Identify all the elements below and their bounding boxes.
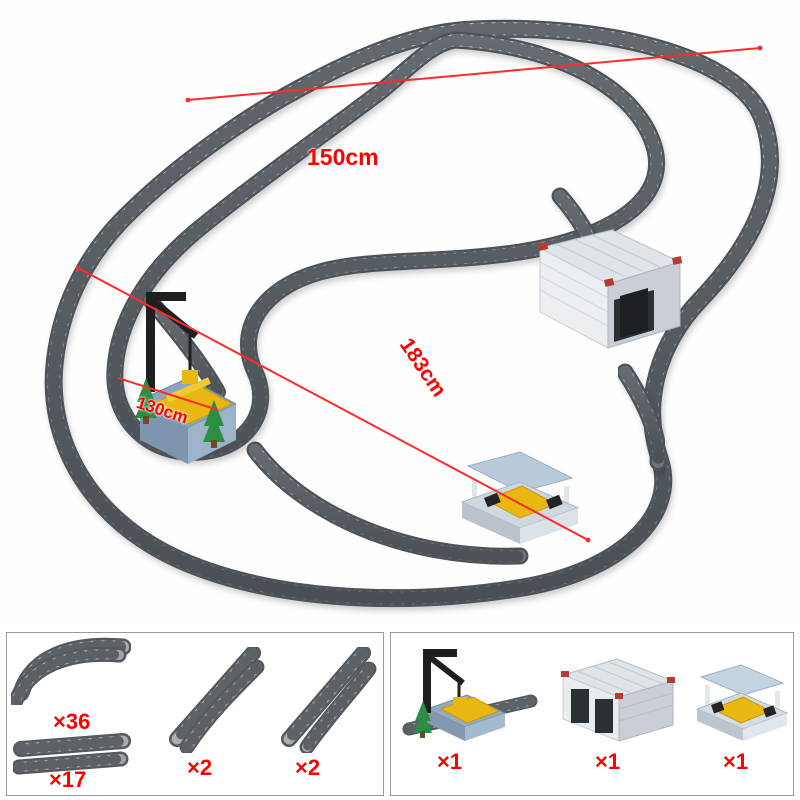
crane-platform-icon xyxy=(402,649,538,741)
qty-straight-track: ×17 xyxy=(49,767,87,792)
inner-track-loop xyxy=(106,31,666,461)
qty-curved-track: ×36 xyxy=(53,709,91,734)
qty-crane-platform: ×1 xyxy=(437,749,463,774)
engine-shed-icon xyxy=(561,658,675,742)
train-track-layout-photo: 150cm 183cm 130cm xyxy=(44,19,779,608)
station-platform-icon xyxy=(695,664,789,741)
crane-platform-model xyxy=(135,292,238,464)
outer-track-loop xyxy=(44,19,779,608)
qty-engine-shed: ×1 xyxy=(595,749,621,774)
qty-station-platform: ×1 xyxy=(723,749,749,774)
switch-rail-right-icon xyxy=(281,647,377,753)
qty-right-switch: ×2 xyxy=(295,755,321,780)
engine-shed-model xyxy=(538,229,683,349)
measure-label-width: 150cm xyxy=(307,144,379,170)
parts-inventory-row: ×36 ×17 xyxy=(0,624,800,800)
lower-connector-track xyxy=(246,441,529,565)
measurement-lines xyxy=(75,45,763,543)
accessory-parts-panel: ×1 xyxy=(390,632,794,796)
straight-rail-icon xyxy=(13,733,131,775)
curved-rail-icon xyxy=(11,637,131,705)
station-platform-model xyxy=(460,451,580,544)
track-layout-illustration xyxy=(44,19,779,608)
qty-left-switch: ×2 xyxy=(187,755,213,780)
track-parts-panel: ×36 ×17 xyxy=(6,632,384,796)
shed-exit-track xyxy=(616,363,667,471)
switch-rail-left-icon xyxy=(169,647,265,753)
